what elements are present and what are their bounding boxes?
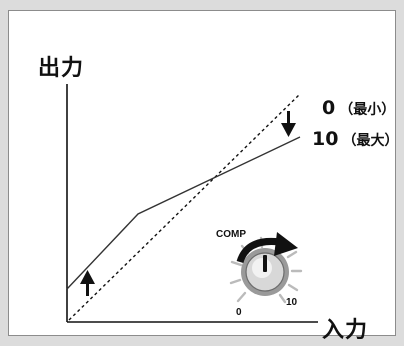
curve-label-max-value: 10 — [312, 128, 339, 150]
comp-knob — [229, 236, 303, 304]
compression-curve — [66, 136, 301, 290]
curve-label-min-note: （最小） — [339, 102, 396, 118]
knob-label: COMP — [216, 229, 246, 240]
clockwise-arrow-icon — [236, 232, 298, 264]
knob-max-label: 10 — [286, 297, 298, 308]
knob-min-label: 0 — [236, 307, 242, 318]
curve-label-min-value: 0 — [322, 97, 336, 119]
diagram-frame — [8, 10, 396, 336]
input-axis-label: 入力 — [322, 318, 369, 343]
up-arrow-icon — [80, 270, 95, 296]
down-arrow-icon — [281, 111, 296, 137]
curve-label-max-note: （最大） — [342, 133, 399, 149]
output-axis-label: 出力 — [38, 56, 85, 81]
curve-label-min: 0（最小） — [322, 97, 395, 119]
curve-label-max: 10（最大） — [312, 128, 398, 150]
